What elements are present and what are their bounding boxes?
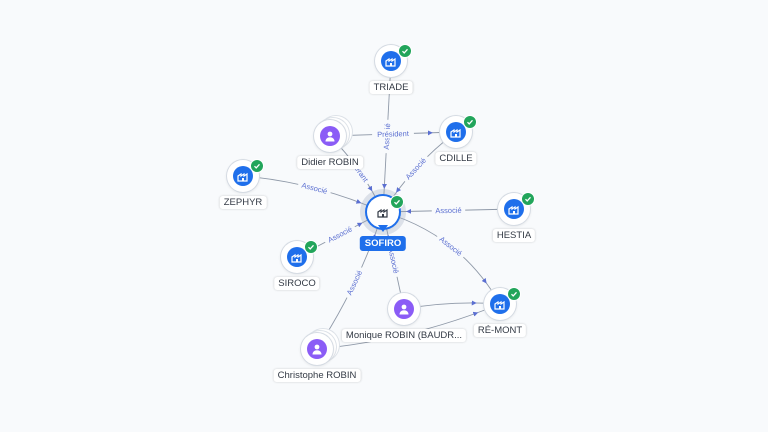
- node-circle[interactable]: [314, 120, 346, 152]
- node-label: HESTIA: [492, 229, 536, 242]
- building-icon: [446, 122, 466, 142]
- person-icon: [307, 339, 327, 359]
- building-icon: [381, 51, 401, 71]
- building-icon: [233, 166, 253, 186]
- node-label: RÉ-MONT: [473, 324, 527, 337]
- person-icon: [320, 126, 340, 146]
- node-label: SOFIRO: [359, 236, 407, 251]
- verified-check-icon: [521, 192, 535, 206]
- verified-check-icon: [463, 115, 477, 129]
- node-circle[interactable]: [484, 288, 516, 320]
- verified-check-icon: [390, 195, 404, 209]
- verified-check-icon: [398, 44, 412, 58]
- pin-pointer: [378, 225, 388, 232]
- node-circle[interactable]: [388, 293, 420, 325]
- node-label: Christophe ROBIN: [273, 369, 361, 382]
- verified-check-icon: [304, 240, 318, 254]
- verified-check-icon: [250, 159, 264, 173]
- verified-check-icon: [507, 287, 521, 301]
- person-icon: [394, 299, 414, 319]
- building-icon: [490, 294, 510, 314]
- node-label: TRIADE: [369, 81, 413, 94]
- building-icon: [373, 202, 393, 222]
- node-circle[interactable]: [301, 333, 333, 365]
- building-icon: [287, 247, 307, 267]
- building-icon: [504, 199, 524, 219]
- node-label: SIROCO: [274, 277, 320, 290]
- edge-label: Président: [377, 129, 410, 139]
- node-label: CDILLE: [435, 152, 477, 165]
- node-label: ZEPHYR: [219, 196, 267, 209]
- edge-label: Associé: [435, 206, 461, 216]
- node-label: Didier ROBIN: [297, 156, 363, 169]
- node-label: Monique ROBIN (BAUDR...: [341, 329, 467, 342]
